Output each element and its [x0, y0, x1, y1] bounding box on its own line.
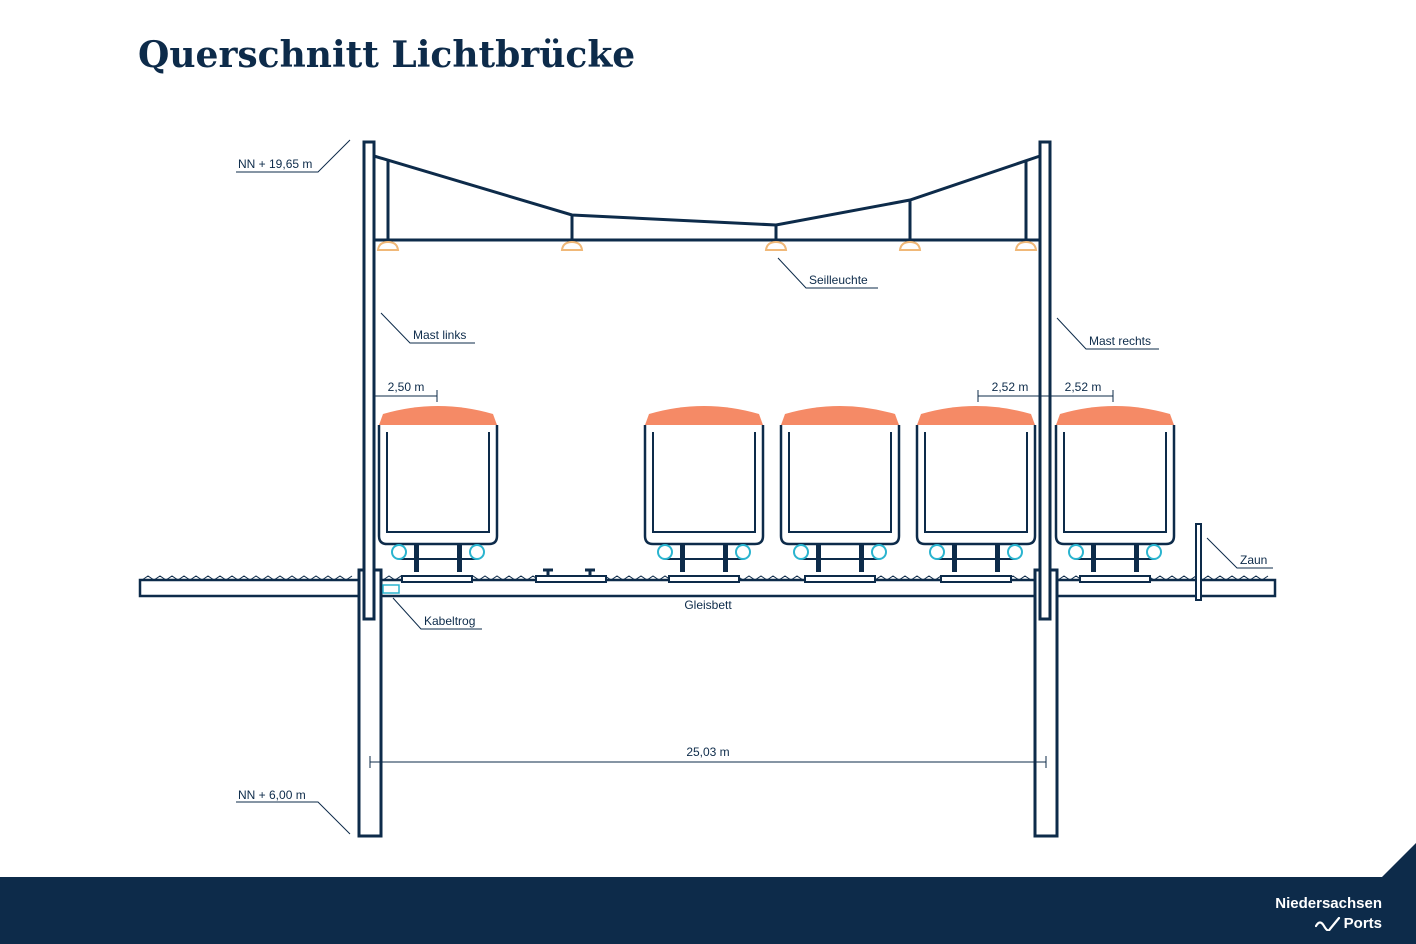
brand-line2-row: Ports: [1275, 914, 1382, 934]
cable-trough: [382, 584, 400, 594]
brand-logo: Niedersachsen Ports: [1275, 894, 1382, 934]
page-title: Querschnitt Lichtbrücke: [138, 34, 636, 76]
dimension-span: 25,03 m: [369, 745, 1047, 768]
wagon-body: [1054, 425, 1176, 546]
bottom-level-text: NN + 6,00 m: [238, 788, 306, 802]
wagon-inner: [386, 432, 490, 533]
luminaire-3: [764, 240, 788, 251]
bogie-left: [952, 545, 957, 572]
sleeper-2: [668, 575, 740, 583]
wheel-left: [657, 544, 673, 560]
empty-track: [535, 568, 607, 583]
wagon-inner: [788, 432, 892, 533]
bogie-right: [859, 545, 864, 572]
wagon-body: [915, 425, 1037, 546]
wave-check-icon: [1314, 917, 1340, 931]
bogie-left: [414, 545, 419, 572]
bogie-left: [816, 545, 821, 572]
luminaire-5: [1014, 240, 1038, 251]
fence-text: Zaun: [1240, 553, 1267, 567]
dim-left-label: 2,50 m: [388, 380, 425, 394]
wagon-3: [779, 406, 901, 572]
footer-bar: [0, 877, 1416, 944]
bogie-right: [1134, 545, 1139, 572]
wagon-5: [1054, 406, 1176, 572]
wagon-inner: [1063, 432, 1167, 533]
sleeper-4: [940, 575, 1012, 583]
wheel-left: [1068, 544, 1084, 560]
cable-trough-text: Kabeltrog: [424, 614, 475, 628]
wheel-right: [1007, 544, 1023, 560]
wheel-right: [1146, 544, 1162, 560]
label-mast-left: Mast links: [380, 312, 475, 344]
wheel-left: [391, 544, 407, 560]
luminaire-text: Seilleuchte: [809, 273, 868, 287]
wheel-right: [735, 544, 751, 560]
sleeper-3: [804, 575, 876, 583]
dimension-right: 2,52 m 2,52 m: [977, 380, 1114, 402]
dim-right-b-label: 2,52 m: [1065, 380, 1102, 394]
wagon-roof: [781, 406, 899, 425]
wagon-inner: [924, 432, 1028, 533]
dimension-left: 2,50 m: [374, 380, 438, 402]
wagon-body: [377, 425, 499, 546]
bogie-right: [457, 545, 462, 572]
bogie-right: [995, 545, 1000, 572]
label-cable-trough: Kabeltrog: [392, 597, 482, 630]
label-mast-right: Mast rechts: [1056, 317, 1159, 350]
label-bottom-level: NN + 6,00 m: [236, 788, 351, 835]
mast-right-text: Mast rechts: [1089, 334, 1151, 348]
brand-line2: Ports: [1343, 915, 1382, 932]
wagon-4: [915, 406, 1037, 572]
wheel-right: [469, 544, 485, 560]
bogie-left: [1091, 545, 1096, 572]
luminaire-4: [898, 240, 922, 251]
wagon-roof: [1056, 406, 1174, 425]
mast-right: [1033, 140, 1059, 838]
bogie-right: [723, 545, 728, 572]
label-fence: Zaun: [1206, 537, 1273, 569]
wheel-left: [793, 544, 809, 560]
wagon-1: [377, 406, 499, 572]
footer-corner: [1382, 843, 1416, 877]
sleeper-1: [401, 575, 473, 583]
wagons: [377, 406, 1176, 572]
wheel-right: [871, 544, 887, 560]
wagon-2: [643, 406, 765, 572]
wagon-roof: [645, 406, 763, 425]
sleeper-5: [1079, 575, 1151, 583]
label-luminaire: Seilleuchte: [777, 257, 878, 289]
wagon-inner: [652, 432, 756, 533]
bogie-left: [680, 545, 685, 572]
brand-line1: Niedersachsen: [1275, 895, 1382, 912]
label-top-level: NN + 19,65 m: [236, 139, 351, 173]
mast-left: [357, 140, 383, 838]
light-bridge: [373, 154, 1041, 242]
mast-left-text: Mast links: [413, 328, 466, 342]
wagon-body: [779, 425, 901, 546]
track-bed-text: Gleisbett: [684, 598, 732, 612]
dim-right-a-label: 2,52 m: [992, 380, 1029, 394]
wagon-roof: [379, 406, 497, 425]
top-level-text: NN + 19,65 m: [238, 157, 312, 171]
track-sleepers: [401, 575, 1151, 583]
wagon-roof: [917, 406, 1035, 425]
luminaire-2: [560, 240, 584, 251]
wheel-left: [929, 544, 945, 560]
span-label: 25,03 m: [686, 745, 729, 759]
luminaires: [376, 240, 1038, 251]
fence: [1195, 523, 1202, 601]
wagon-body: [643, 425, 765, 546]
luminaire-1: [376, 240, 400, 251]
